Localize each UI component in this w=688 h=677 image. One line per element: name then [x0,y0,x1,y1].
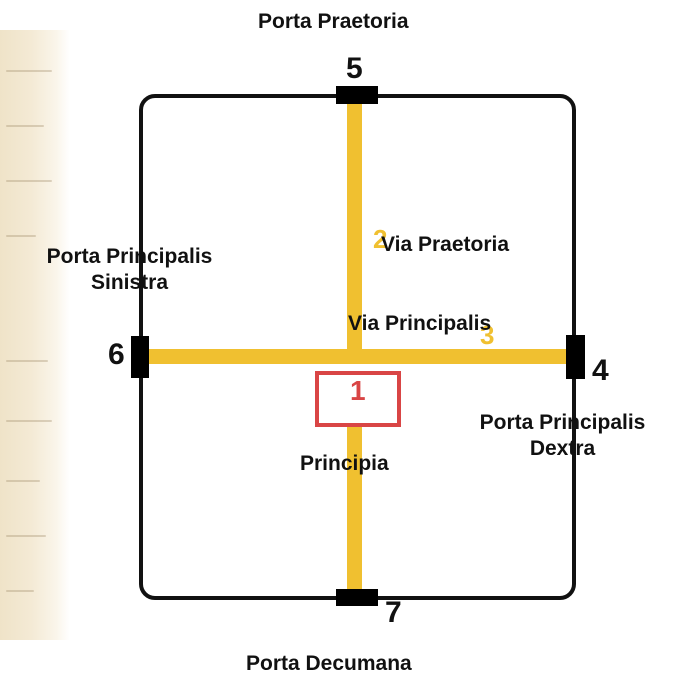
gate-number-north: 5 [346,52,363,85]
gate-number-west: 6 [108,338,125,371]
gate-east [566,335,585,379]
gate-number-east: 4 [592,354,609,387]
via-decumana-road [347,426,362,596]
road-label-via-principalis: Via Principalis [348,312,492,335]
gate-label-north: Porta Praetoria [258,10,409,33]
parchment-stroke [6,125,44,127]
gate-label-east: Porta Principalis Dextra [455,410,670,462]
road-label-via-praetoria: Via Praetoria [381,233,510,256]
parchment-stroke [6,420,52,422]
road-number-via-praetoria: 2 [373,224,388,254]
via-praetoria-road [347,99,362,352]
gate-label-south: Porta Decumana [246,652,412,675]
principia-label: Principia [300,452,389,475]
parchment-stroke [6,180,52,182]
gate-south [336,589,378,606]
gate-label-west-line1: Porta Principalis [46,245,213,268]
parchment-background [0,30,70,640]
via-principalis-road [143,349,568,364]
parchment-stroke [6,70,52,72]
parchment-stroke [6,480,40,482]
gate-label-west-line2: Sinistra [90,271,169,294]
principia-building [315,371,401,427]
road-number-via-principalis: 3 [480,320,495,350]
parchment-stroke [6,535,46,537]
parchment-stroke [6,360,48,362]
gate-label-east-line1: Porta Principalis [479,411,646,434]
principia-number: 1 [350,375,366,406]
gate-west [131,336,149,378]
gate-label-west: Porta Principalis Sinistra [22,244,237,296]
parchment-stroke [6,235,36,237]
gate-number-south: 7 [385,596,402,629]
gate-label-east-line2: Dextra [529,437,596,460]
gate-north [336,86,378,104]
parchment-stroke [6,590,34,592]
